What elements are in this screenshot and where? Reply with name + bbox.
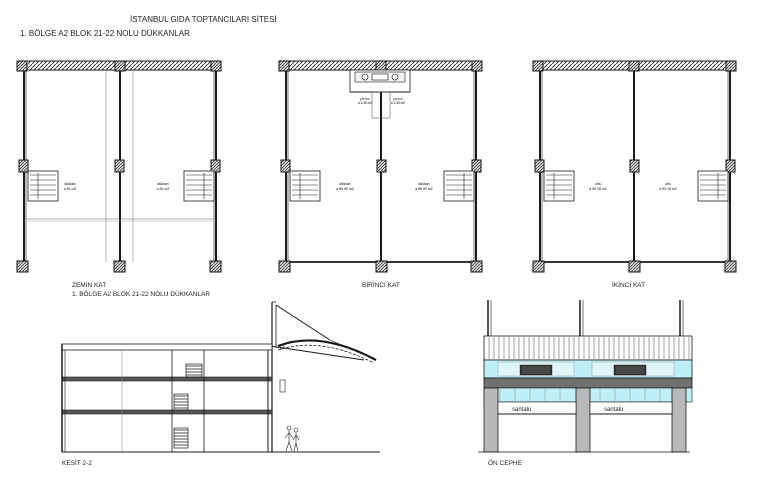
wc-block-icon	[349, 69, 411, 119]
second-floor-plan: ofis a 90.18 m2 ofis a 90.18 m2	[532, 60, 737, 273]
first-floor-plan: pis hol a 2.35 m2 pis hol a 2.35 m2 dükk…	[278, 60, 483, 273]
wc-right-area: a 2.35 m2	[391, 101, 405, 105]
stair-left-icon	[27, 170, 59, 202]
elevation-sign-left: santalu	[512, 407, 531, 413]
first-room-left-area: a 86.90 m2	[336, 187, 354, 191]
first-room-left-name: dükkan	[339, 182, 350, 186]
wc-right-name: pis hol	[393, 97, 403, 101]
second-floor-label: İKİNCİ KAT	[612, 280, 645, 289]
first-room-right-area: a 86.90 m2	[415, 187, 433, 191]
elevation-label: ÖN CEPHE	[488, 459, 523, 467]
second-room-right-area: a 90.18 m2	[659, 187, 677, 191]
ground-room-left-name: dükkan	[64, 182, 75, 186]
sheet-title: İSTANBUL GIDA TOPTANCILARI SİTESİ	[130, 15, 277, 24]
ground-floor-sublabel: 1. BÖLGE A2 BLOK 21-22 NOLU DÜKKANLAR	[72, 290, 210, 298]
ground-room-right-area: a 91 m2	[157, 187, 170, 191]
stair-left-icon	[289, 170, 321, 202]
stair-left-icon	[543, 170, 575, 202]
ground-floor-plan: dükkan a 91 m2 dükkan a 91 m2	[16, 60, 222, 273]
second-room-right-name: ofis	[665, 182, 671, 186]
ground-room-right-name: dükkan	[157, 182, 168, 186]
first-floor-label: BİRİNCİ KAT	[362, 280, 400, 289]
elevation-sign-right: santalu	[604, 407, 623, 413]
section-label: KESİT 2-2	[62, 458, 92, 467]
stair-right-icon	[443, 170, 475, 202]
wc-left-name: pis hol	[360, 97, 370, 101]
ground-floor-label: ZEMİN KAT	[72, 280, 106, 289]
second-room-left-area: a 90.18 m2	[589, 187, 607, 191]
wc-left-area: a 2.35 m2	[358, 101, 372, 105]
human-figure-icon	[284, 425, 300, 452]
section-drawing	[61, 301, 380, 453]
stair-right-icon	[183, 170, 215, 202]
section-stair-icon	[173, 363, 203, 449]
first-room-right-name: dükkan	[418, 182, 429, 186]
ground-room-left-area: a 91 m2	[64, 187, 77, 191]
stair-right-icon	[697, 170, 729, 202]
front-elevation	[478, 300, 693, 453]
sheet-subtitle: 1. BÖLGE A2 BLOK 21-22 NOLU DÜKKANLAR	[20, 29, 190, 38]
second-room-left-name: ofis	[595, 182, 601, 186]
